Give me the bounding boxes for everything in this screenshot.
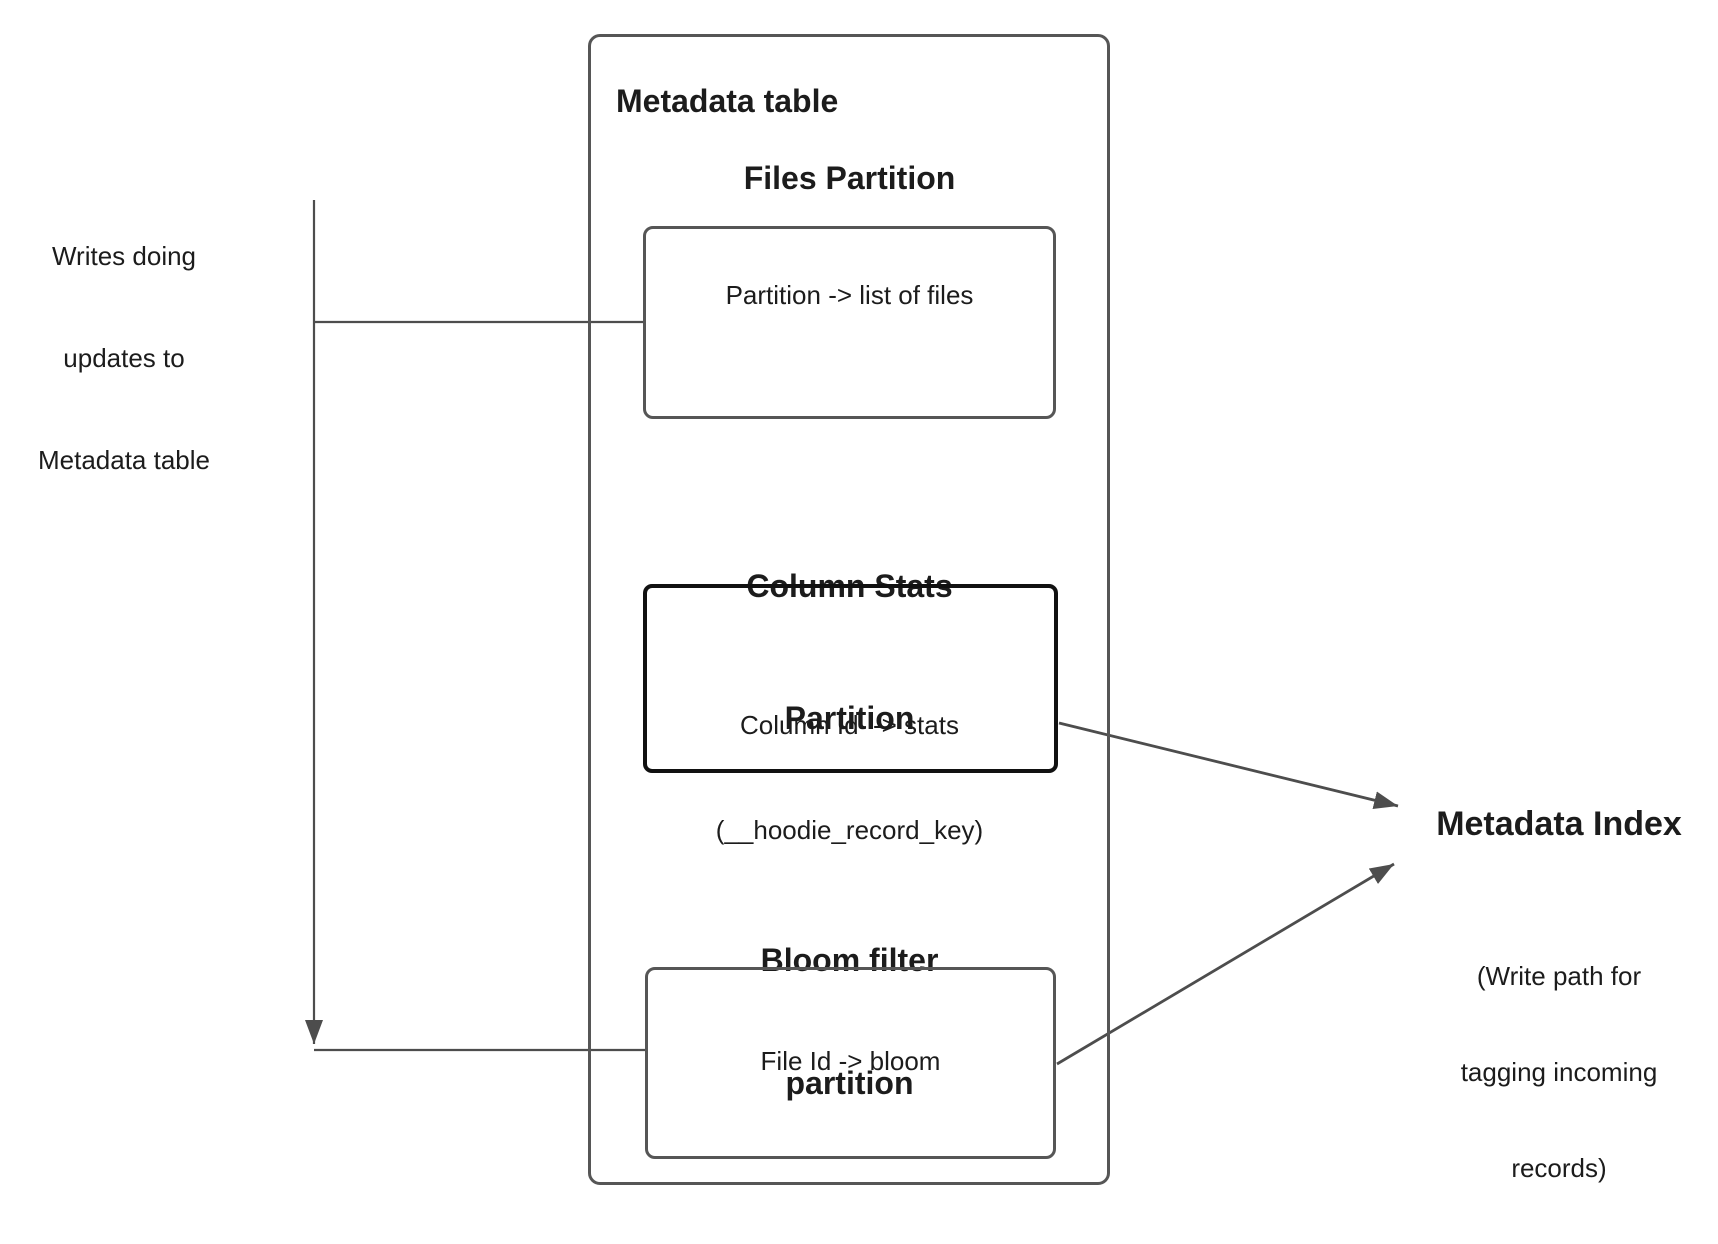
metadata-table-box (588, 34, 1110, 1185)
files-partition-heading: Files Partition (743, 160, 956, 196)
metadata-index-subtitle-line: (Write path for (1476, 961, 1642, 991)
writes-note: Writes doing updates to Metadata table (2, 171, 246, 545)
metadata-index-title: Metadata Index (1436, 805, 1682, 843)
metadata-index-subtitle-line: records) (1511, 1153, 1607, 1183)
bloom-to-index-arrow (1056, 862, 1395, 1066)
bloom-filter-partition-mapping: File Id -> bloom (760, 1046, 941, 1076)
metadata-table-title: Metadata table (616, 83, 839, 119)
column-stats-to-index-arrow (1058, 721, 1399, 810)
metadata-index-subtitle-line: tagging incoming (1460, 1057, 1658, 1087)
files-partition-mapping: Partition -> list of files (725, 280, 974, 310)
bloom-filter-partition-box (645, 967, 1056, 1159)
column-stats-partition-box (643, 584, 1058, 773)
bloom-filter-heading-line: partition (785, 1065, 914, 1101)
files-partition-box (643, 226, 1056, 419)
column-stats-partition-heading: Column Stats Partition (643, 476, 1056, 828)
writes-note-line: updates to (63, 343, 185, 373)
bloom-filter-partition-heading: Bloom filter partition (643, 858, 1056, 1186)
writes-note-line: Metadata table (37, 445, 210, 475)
column-stats-mapping-line: Column Id -> stats (740, 710, 959, 740)
column-stats-heading-line: Partition (784, 700, 915, 736)
writes-note-line: Writes doing (51, 241, 197, 271)
column-stats-mapping-line: (__hoodie_record_key) (715, 815, 984, 845)
metadata-index-subtitle: (Write path for tagging incoming records… (1418, 896, 1700, 1244)
bloom-filter-heading-line: Bloom filter (760, 942, 939, 978)
column-stats-partition-mapping: Column Id -> stats (__hoodie_record_key) (643, 638, 1056, 918)
